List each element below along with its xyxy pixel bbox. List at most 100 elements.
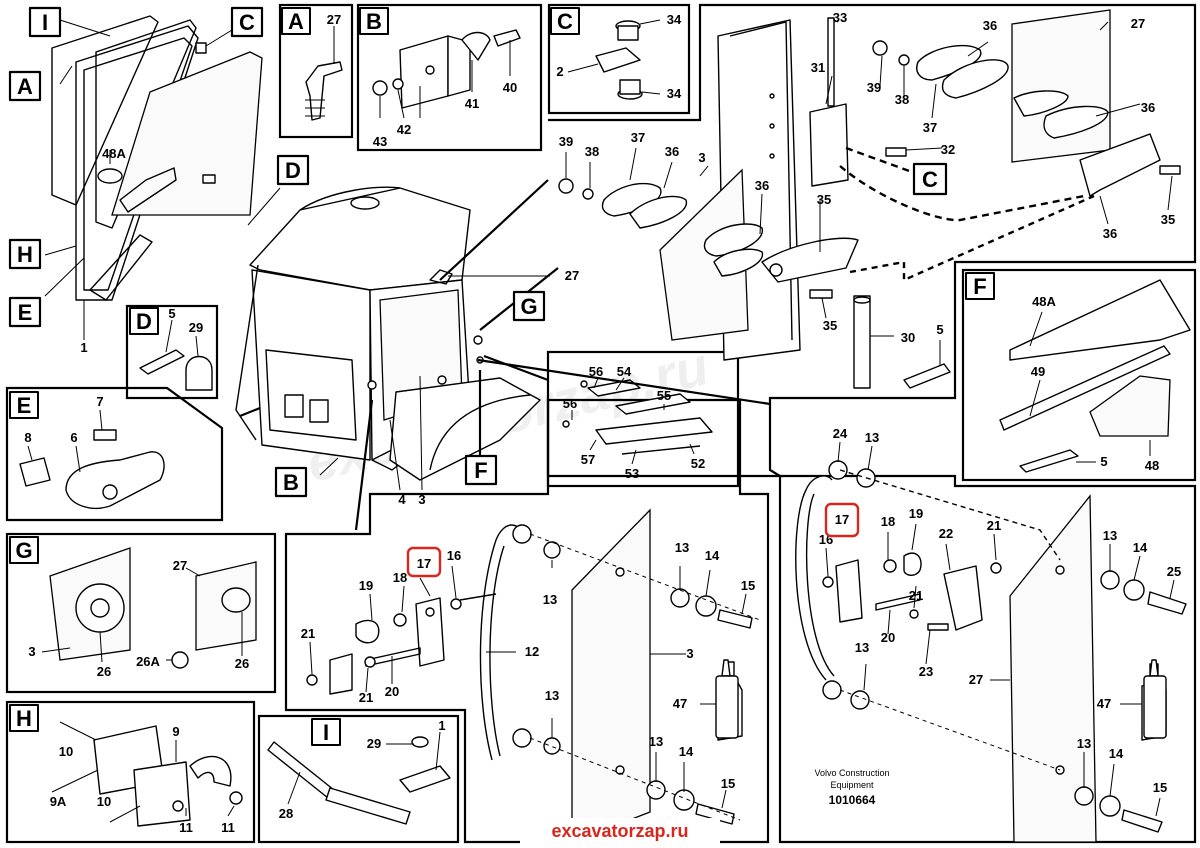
part-label-42-left: 38 <box>585 144 599 159</box>
grab-handle-drawing <box>19 409 165 509</box>
part-label-21-right-b: 21 <box>909 588 923 603</box>
part-label-27-g: 27 <box>173 558 187 573</box>
part-label-26-left: 26 <box>97 664 111 679</box>
part-label-48a: 48A <box>1032 294 1056 309</box>
window-channel-drawing <box>562 377 713 465</box>
part-label-37: 35 <box>817 192 831 207</box>
detail-frame-i <box>257 714 460 844</box>
detail-frame-h <box>5 700 256 844</box>
part-label-7: 7 <box>96 394 103 409</box>
detail-frame-e <box>5 386 224 522</box>
part-label-39-mid: 35 <box>823 318 837 333</box>
part-label-15-right: 15 <box>1153 780 1167 795</box>
part-label-51-door: 48A <box>102 146 126 161</box>
part-label-3-left: 3 <box>686 646 693 661</box>
glass-strip-drawing <box>999 279 1191 473</box>
part-label-17-right: 17 <box>835 512 849 527</box>
detail-letter-tags: I A C D H E B F G C A B C D E F G H I <box>8 6 995 746</box>
part-label-42-top: 38 <box>895 92 909 107</box>
part-label-36-top: 34 <box>667 12 682 27</box>
part-label-55: 55 <box>657 388 671 403</box>
part-label-1-i: 1 <box>438 718 445 733</box>
part-label-40-left: 36 <box>665 144 679 159</box>
part-label-13-right-d: 13 <box>1077 736 1091 751</box>
detail-frame-d <box>125 304 219 400</box>
tag-a-door: A <box>17 74 33 99</box>
part-label-21-left-a: 21 <box>301 626 315 641</box>
part-label-10-bottom: 10 <box>97 794 111 809</box>
part-label-29: 29 <box>367 736 381 751</box>
tag-c-detail: C <box>557 9 573 34</box>
part-label-27-right: 27 <box>969 672 983 687</box>
caption-line-1: Volvo Construction <box>814 768 889 778</box>
sealant-bottle-drawing <box>715 659 1167 739</box>
part-label-33: 31 <box>811 60 825 75</box>
part-label-9: 9 <box>172 724 179 739</box>
tag-box-i-door <box>28 6 62 38</box>
part-label-46: 42 <box>397 122 411 137</box>
part-label-45: 41 <box>465 96 479 111</box>
tag-f-detail: F <box>973 274 986 299</box>
part-label-36-bottom: 34 <box>667 86 682 101</box>
part-label-20-left: 20 <box>385 684 399 699</box>
tag-e-detail: E <box>17 393 32 418</box>
seal-profile-drawing <box>305 26 343 121</box>
latch-assembly-left-drawing <box>306 508 761 843</box>
part-label-5-d: 5 <box>168 306 175 321</box>
part-label-57: 57 <box>581 452 595 467</box>
door-assembly-drawing <box>44 15 281 340</box>
detail-frame-f <box>961 268 1197 482</box>
part-label-6: 6 <box>70 430 77 445</box>
hinge-panel-frame <box>546 3 1197 478</box>
document-caption: Volvo Construction Equipment 1010664 <box>814 768 889 807</box>
part-label-40-top: 36 <box>983 18 997 33</box>
part-label-18-right: 18 <box>881 514 895 529</box>
part-label-38: 36 <box>1103 226 1117 241</box>
part-label-34: 32 <box>941 142 955 157</box>
tag-d-detail: D <box>136 309 152 334</box>
tag-h-door: H <box>17 242 33 267</box>
part-label-50-right: 47 <box>1097 696 1111 711</box>
part-label-20-right: 20 <box>881 630 895 645</box>
part-label-14-right-a: 14 <box>1133 540 1148 555</box>
part-label-39-right: 35 <box>1161 212 1175 227</box>
part-label-35: 33 <box>833 10 847 25</box>
part-number-labels: 48A 1 27 40 41 42 43 34 2 34 33 31 39 38… <box>24 10 1181 835</box>
part-label-50-left: 47 <box>673 696 687 711</box>
part-label-22: 22 <box>939 526 953 541</box>
part-label-49: 49 <box>1031 364 1045 379</box>
tag-c-door: C <box>239 10 255 35</box>
tag-f-cab: F <box>474 458 487 483</box>
tag-b-detail: B <box>366 9 382 34</box>
part-label-43-left: 39 <box>559 134 573 149</box>
part-label-56-top: 56 <box>589 364 603 379</box>
tag-g-cab: G <box>520 294 537 319</box>
part-label-27-cab: 27 <box>565 268 579 283</box>
part-label-32: 30 <box>901 330 915 345</box>
part-label-14-right-b: 14 <box>1109 746 1124 761</box>
part-label-31: 29 <box>189 320 203 335</box>
tag-e-door: E <box>18 300 33 325</box>
part-label-3-cab: 3 <box>418 492 425 507</box>
part-label-25: 25 <box>1167 564 1181 579</box>
part-label-5-hinge: 5 <box>936 322 943 337</box>
part-label-26-right: 26 <box>235 656 249 671</box>
part-label-14-left-a: 14 <box>705 548 720 563</box>
part-label-44: 40 <box>503 80 517 95</box>
part-label-24: 24 <box>833 426 848 441</box>
tag-h-detail: H <box>16 706 32 731</box>
tag-d-cab: D <box>285 158 301 183</box>
part-label-19-left: 19 <box>359 578 373 593</box>
part-label-26a: 26A <box>136 654 160 669</box>
tag-i-door: I <box>42 10 48 35</box>
part-label-13-left-a: 13 <box>543 592 557 607</box>
sealant-and-profile-drawing <box>139 319 213 391</box>
part-label-43-top: 39 <box>867 80 881 95</box>
part-label-18-left: 18 <box>393 570 407 585</box>
part-label-13-left-b: 13 <box>545 688 559 703</box>
detail-frame-a <box>278 3 354 139</box>
tag-c-hinge: C <box>922 167 938 192</box>
detail-frame-b <box>356 3 543 152</box>
part-label-40-mid: 36 <box>755 178 769 193</box>
document-number: 1010664 <box>829 793 876 807</box>
